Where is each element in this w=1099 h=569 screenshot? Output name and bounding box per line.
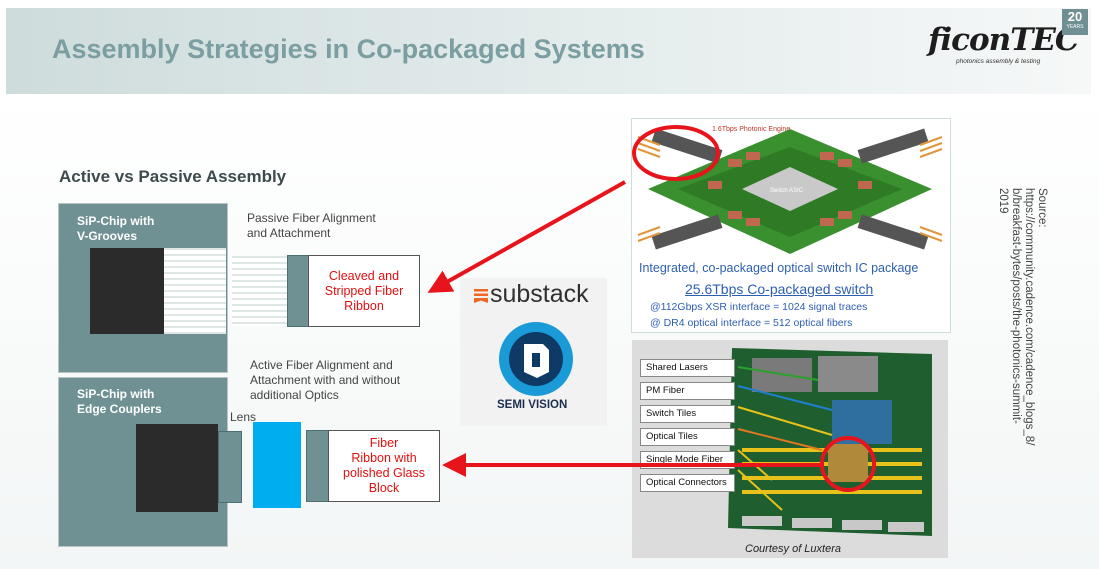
badge-number: 20	[1067, 9, 1083, 24]
board-callouts: Shared Lasers PM Fiber Switch Tiles Opti…	[640, 359, 735, 492]
callout-shared-lasers: Shared Lasers	[640, 359, 735, 377]
package-caption: Integrated, co-packaged optical switch I…	[639, 261, 919, 275]
chip2-label-line1: SiP-Chip with	[77, 387, 155, 401]
chip2-label-line2: Edge Couplers	[77, 402, 162, 416]
engine-label: 1.6Tbps Photonic Engine	[712, 126, 790, 133]
passive-caption: Passive Fiber Alignment and Attachment	[247, 211, 376, 241]
asic-label: Switch ASIC	[770, 188, 804, 194]
active-caption: Active Fiber Alignment and Attachment wi…	[250, 358, 400, 403]
vgroove-array	[164, 248, 226, 334]
switch-bullet-2: @ DR4 optical interface = 512 optical fi…	[650, 317, 853, 329]
courtesy-note: Courtesy of Luxtera	[745, 543, 841, 555]
logo-tagline: photonics assembly & testing	[956, 58, 1041, 65]
callout-switch-tiles: Switch Tiles	[640, 405, 735, 423]
passive-caption-line2: and Attachment	[247, 226, 331, 240]
chip1-label-line1: SiP-Chip with	[77, 214, 155, 228]
semi-vision-wordmark: SEMI VISION	[497, 399, 568, 411]
active-box-line2: Ribbon with	[351, 451, 417, 465]
active-caption-line1: Active Fiber Alignment and	[250, 358, 393, 372]
passive-box-line3: Ribbon	[344, 298, 384, 313]
passive-caption-line1: Passive Fiber Alignment	[247, 211, 376, 225]
active-box-line1: Fiber	[369, 436, 399, 450]
anniversary-badge: 20 YEARS	[1062, 9, 1088, 35]
active-caption-line2: Attachment with and without	[250, 373, 401, 387]
chip1-waveguide-block	[90, 248, 164, 334]
switch-bullets: @112Gbps XSR interface = 1024 signal tra…	[650, 299, 867, 331]
source-line3: b/breakfast-bytes/posts/the-photonics-su…	[1010, 188, 1022, 424]
source-line2: https://community.cadence.com/cadence_bl…	[1023, 188, 1035, 446]
slide-header-bar	[6, 8, 1091, 94]
ficontec-logo: ficonTEC	[928, 22, 1080, 58]
substack-icon	[474, 289, 488, 303]
source-citation: Source: https://community.cadence.com/ca…	[984, 188, 1048, 488]
callout-pm-fiber: PM Fiber	[640, 382, 735, 400]
source-line1: Source:	[1036, 188, 1048, 228]
active-box-line3: polished Glass	[343, 466, 425, 480]
chip2-waveguide-block	[136, 424, 218, 512]
active-fiber-box: Fiber Ribbon with polished Glass Block	[328, 430, 440, 502]
substack-wordmark: substack	[490, 280, 589, 308]
passive-box-line2: Stripped Fiber	[324, 283, 404, 298]
section-title: Active vs Passive Assembly	[59, 167, 287, 186]
lens	[253, 422, 301, 508]
passive-fiber-box: Cleaved and Stripped Fiber Ribbon	[308, 255, 420, 327]
callout-optical-connectors: Optical Connectors	[640, 474, 735, 492]
red-highlight-ellipse	[632, 125, 720, 181]
chip2-label: SiP-Chip with Edge Couplers	[77, 387, 162, 417]
arrow-to-passive	[427, 180, 626, 293]
active-box-line4: Block	[368, 481, 400, 495]
active-caption-line3: additional Optics	[250, 388, 339, 402]
callout-optical-tiles: Optical Tiles	[640, 428, 735, 446]
passive-box-line1: Cleaved and	[328, 268, 400, 283]
chip1-label-line2: V-Grooves	[77, 229, 138, 243]
chip1-label: SiP-Chip with V-Grooves	[77, 214, 154, 244]
badge-word: YEARS	[1066, 24, 1084, 30]
edge-coupler-mount	[218, 431, 242, 503]
fiber-ribbon-strands	[232, 256, 288, 326]
slide-title: Assembly Strategies in Co-packaged Syste…	[52, 34, 645, 64]
source-line4: 2019	[997, 188, 1009, 214]
lens-label: Lens	[230, 410, 257, 424]
switch-title: 25.6Tbps Co-packaged switch	[685, 281, 874, 297]
switch-bullet-1: @112Gbps XSR interface = 1024 signal tra…	[650, 301, 868, 313]
semi-vision-logo-icon	[499, 322, 573, 396]
switch-package-illustration: 1.6Tbps Photonic Engine Switch ASIC	[632, 125, 943, 254]
